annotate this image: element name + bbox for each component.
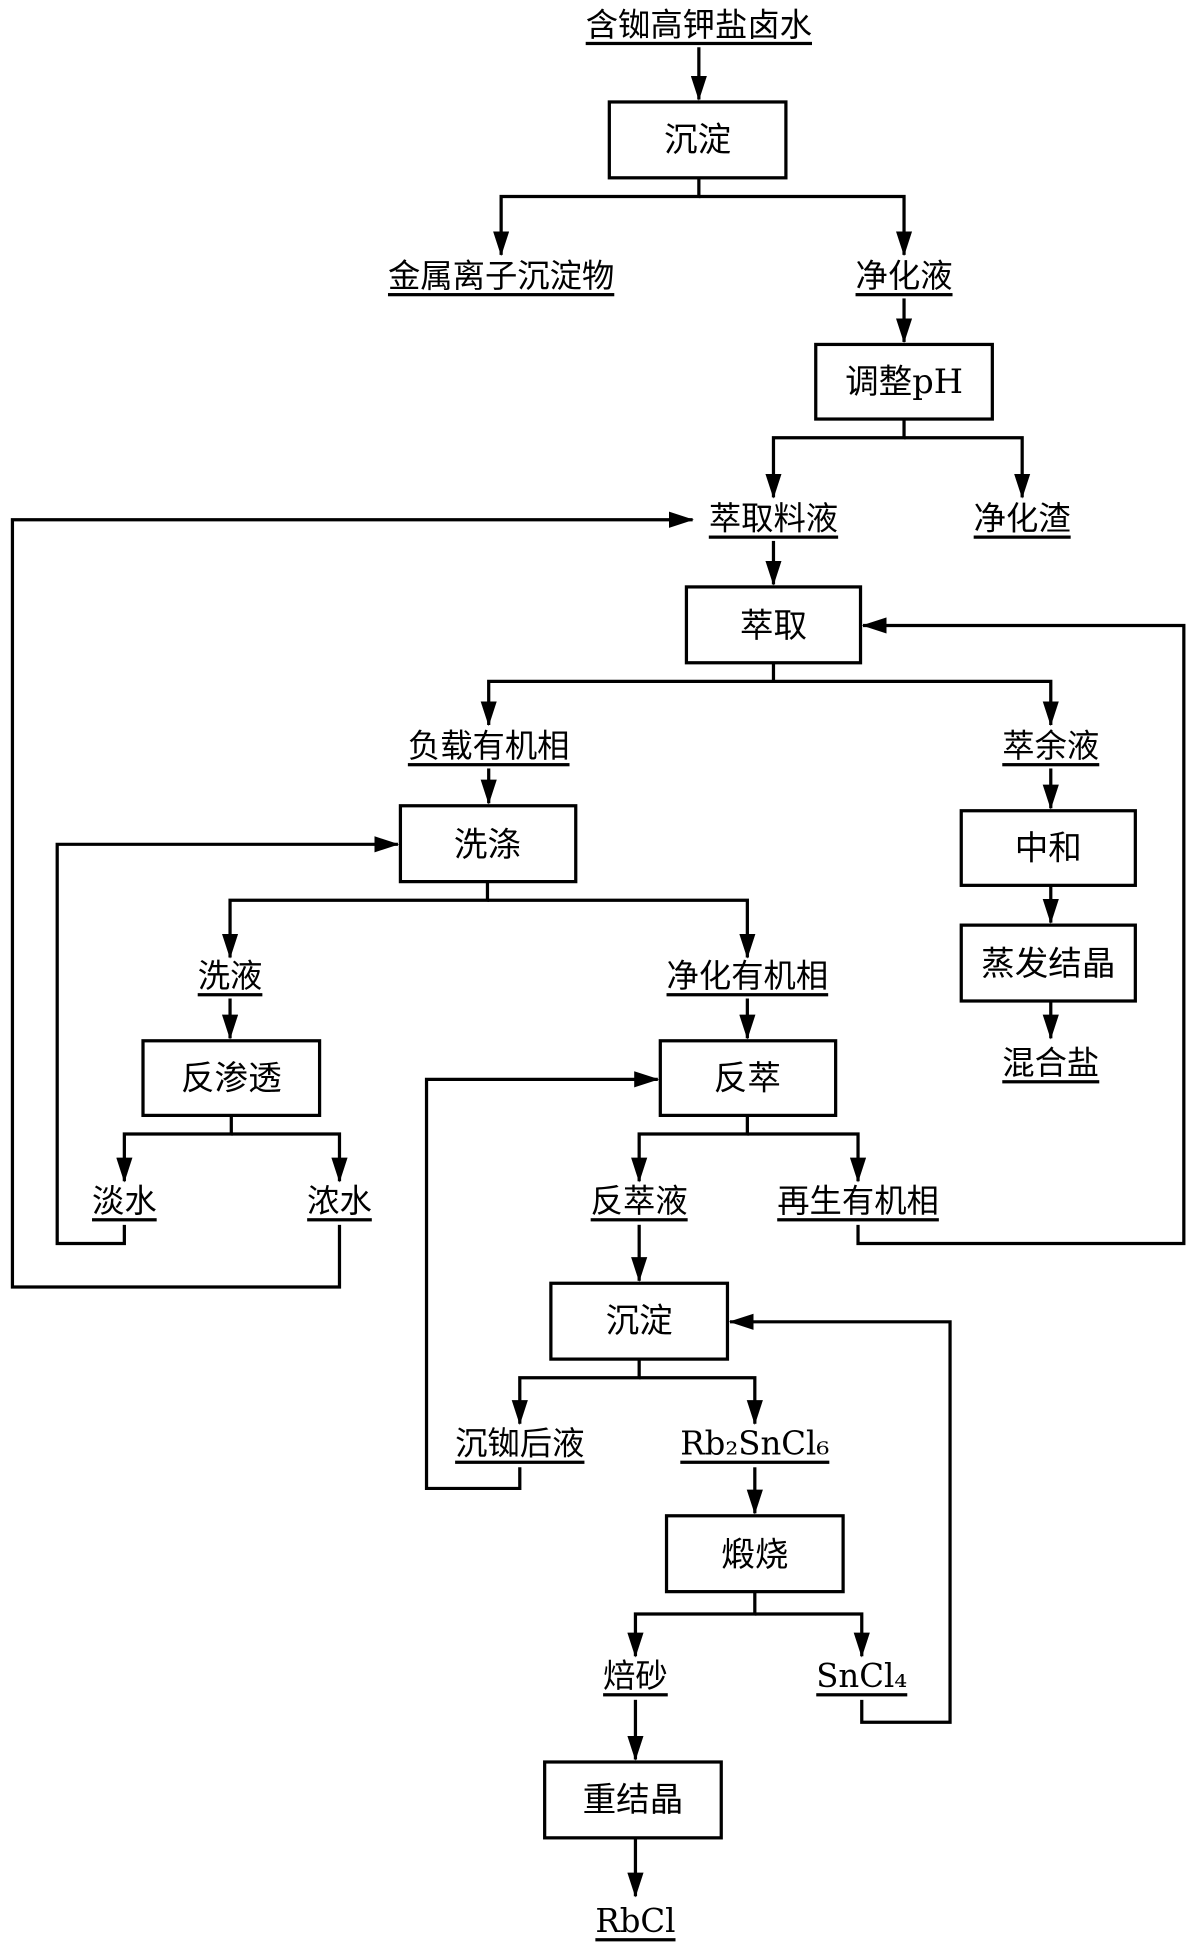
- edge-precipitation-to-rb2sncl6: [639, 1376, 763, 1426]
- edge-precipitation-to-post-rb-liquor: [511, 1359, 641, 1426]
- regenerated-organic-label: 再生有机相: [777, 1182, 939, 1220]
- precipitation-box-2: [549, 1281, 730, 1361]
- mixed-salt-label: 混合盐: [1002, 1044, 1099, 1082]
- edge-adjust-ph-to-extraction-feed: [765, 419, 906, 499]
- raffinate-label: 萃余液: [1002, 727, 1099, 765]
- edge-stripping-to-strip-liquor: [631, 1115, 749, 1183]
- calcine-label: 焙砂: [603, 1657, 668, 1695]
- wash-liquid-label: 洗液: [198, 957, 263, 995]
- edge-washing-to-wash-liquid: [221, 881, 490, 959]
- reverse-osmosis-box: [141, 1039, 322, 1118]
- edge-calcination-to-calcine: [627, 1591, 757, 1658]
- sncl4-label: SnCl₄: [816, 1657, 907, 1695]
- adjust-ph-box: [814, 342, 994, 421]
- adjust-ph-box-label: 调整pH: [845, 362, 963, 401]
- post-rb-liquor-label: 沉铷后液: [455, 1425, 584, 1463]
- source-brine-label: 含铷高钾盐卤水: [586, 6, 812, 44]
- rbcl-product-label: RbCl: [595, 1902, 675, 1940]
- purified-liquid-label: 净化液: [856, 257, 953, 295]
- precipitation-box-1-label: 沉淀: [664, 120, 731, 159]
- edge-reverse-osmosis-to-concentrated-water: [231, 1132, 348, 1183]
- neutralization-box-label: 中和: [1015, 829, 1082, 868]
- edge-extraction-to-raffinate: [773, 679, 1059, 727]
- evaporative-crystallization-box: [959, 923, 1137, 1003]
- recrystallization-box-label: 重结晶: [583, 1780, 684, 1819]
- loop-post-rb-liquor-to-stripping: [424, 1071, 660, 1491]
- extraction-box: [684, 585, 863, 665]
- edge-extraction-to-loaded-organic: [480, 662, 776, 727]
- washing-box-label: 洗涤: [454, 825, 521, 864]
- evaporative-crystallization-box-label: 蒸发结晶: [981, 944, 1115, 983]
- loop-sncl4-to-precipitation: [728, 1313, 952, 1724]
- recrystallization-box: [543, 1760, 723, 1840]
- rb2sncl6-label: Rb₂SnCl₆: [680, 1425, 829, 1463]
- loop-concentrated-water-to-extraction-feed: [10, 511, 694, 1289]
- concentrated-water-label: 浓水: [307, 1182, 372, 1220]
- metal-ion-precipitate-label: 金属离子沉淀物: [388, 257, 614, 295]
- stripping-box-label: 反萃: [714, 1059, 781, 1098]
- edge-stripping-to-regenerated-organic: [747, 1132, 867, 1183]
- reverse-osmosis-box-label: 反渗透: [181, 1059, 282, 1098]
- stripping-box: [658, 1039, 838, 1118]
- neutralization-box: [959, 809, 1137, 887]
- calcination-box: [664, 1514, 845, 1594]
- loop-fresh-water-to-washing: [55, 836, 400, 1246]
- edge-calcination-to-sncl4: [754, 1612, 870, 1658]
- purification-residue-label: 净化渣: [974, 500, 1071, 538]
- loaded-organic-label: 负载有机相: [408, 727, 570, 765]
- extraction-box-label: 萃取: [740, 606, 807, 645]
- purified-organic-label: 净化有机相: [667, 957, 829, 995]
- precipitation-box-2-label: 沉淀: [606, 1301, 673, 1340]
- calcination-box-label: 煅烧: [721, 1535, 788, 1574]
- strip-liquor-label: 反萃液: [591, 1182, 688, 1220]
- loop-regenerated-organic-to-extraction: [856, 617, 1186, 1246]
- fresh-water-label: 淡水: [92, 1182, 157, 1220]
- edge-precipitation-to-metal-precipitate: [493, 177, 701, 257]
- edge-precipitation-to-purified-liquid: [698, 194, 913, 257]
- edge-adjust-ph-to-residue: [904, 436, 1031, 499]
- extraction-feed-label: 萃取料液: [709, 500, 838, 538]
- edge-washing-to-purified-organic: [487, 898, 756, 959]
- edge-reverse-osmosis-to-fresh-water: [116, 1115, 233, 1183]
